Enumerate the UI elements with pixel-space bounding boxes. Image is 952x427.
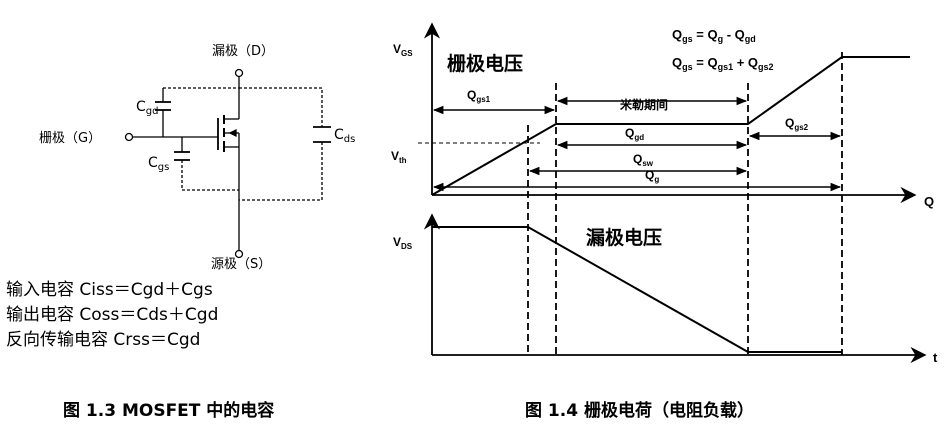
vds-curve <box>432 226 842 353</box>
vgs-curve <box>431 56 910 196</box>
drain-label: 漏极（D） <box>212 43 274 59</box>
mosfet-schematic <box>124 68 331 259</box>
qsw-label: Qsw <box>633 152 654 168</box>
cgd-label: Cgd <box>136 99 158 117</box>
vgs-axis-label: VGS <box>393 42 413 58</box>
drain-terminal <box>234 68 244 78</box>
cds-label: Cds <box>334 127 355 145</box>
q-axis-label: Q <box>924 194 934 209</box>
gate-terminal <box>124 132 134 142</box>
figure-1-3-caption: 图 1.3 MOSFET 中的电容 <box>63 401 275 421</box>
qgd-label: Qgd <box>625 126 644 142</box>
t-axis-label: t <box>933 350 938 365</box>
equation-ciss: 输入电容 Ciss＝Cgd＋Cgs <box>6 280 213 300</box>
charge-intervals <box>432 96 842 192</box>
cgs-label: Cgs <box>148 155 169 173</box>
miller-label: 米勒期间 <box>620 97 668 112</box>
gate-label: 栅极（G） <box>39 131 101 146</box>
source-label: 源极（S） <box>211 257 271 272</box>
gate-voltage-label: 栅极电压 <box>447 52 523 75</box>
source-terminal <box>234 249 244 259</box>
formula-1: Qgs = Qg - Qgd <box>672 27 756 44</box>
formula-2: Qgs = Qgs1 + Qgs2 <box>672 55 774 72</box>
qgs2-label: Qgs2 <box>785 116 809 132</box>
vds-axis-label: VDS <box>393 235 413 251</box>
drain-voltage-label: 漏极电压 <box>586 226 662 249</box>
phase-markers <box>527 52 843 355</box>
equation-coss: 输出电容 Coss＝Cds＋Cgd <box>6 305 219 325</box>
equation-crss: 反向传输电容 Crss＝Cgd <box>6 330 201 350</box>
figure-1-4-caption: 图 1.4 栅极电荷（电阻负载） <box>525 401 754 421</box>
vth-label: Vth <box>391 149 407 165</box>
qgs1-label: Qgs1 <box>467 88 491 104</box>
